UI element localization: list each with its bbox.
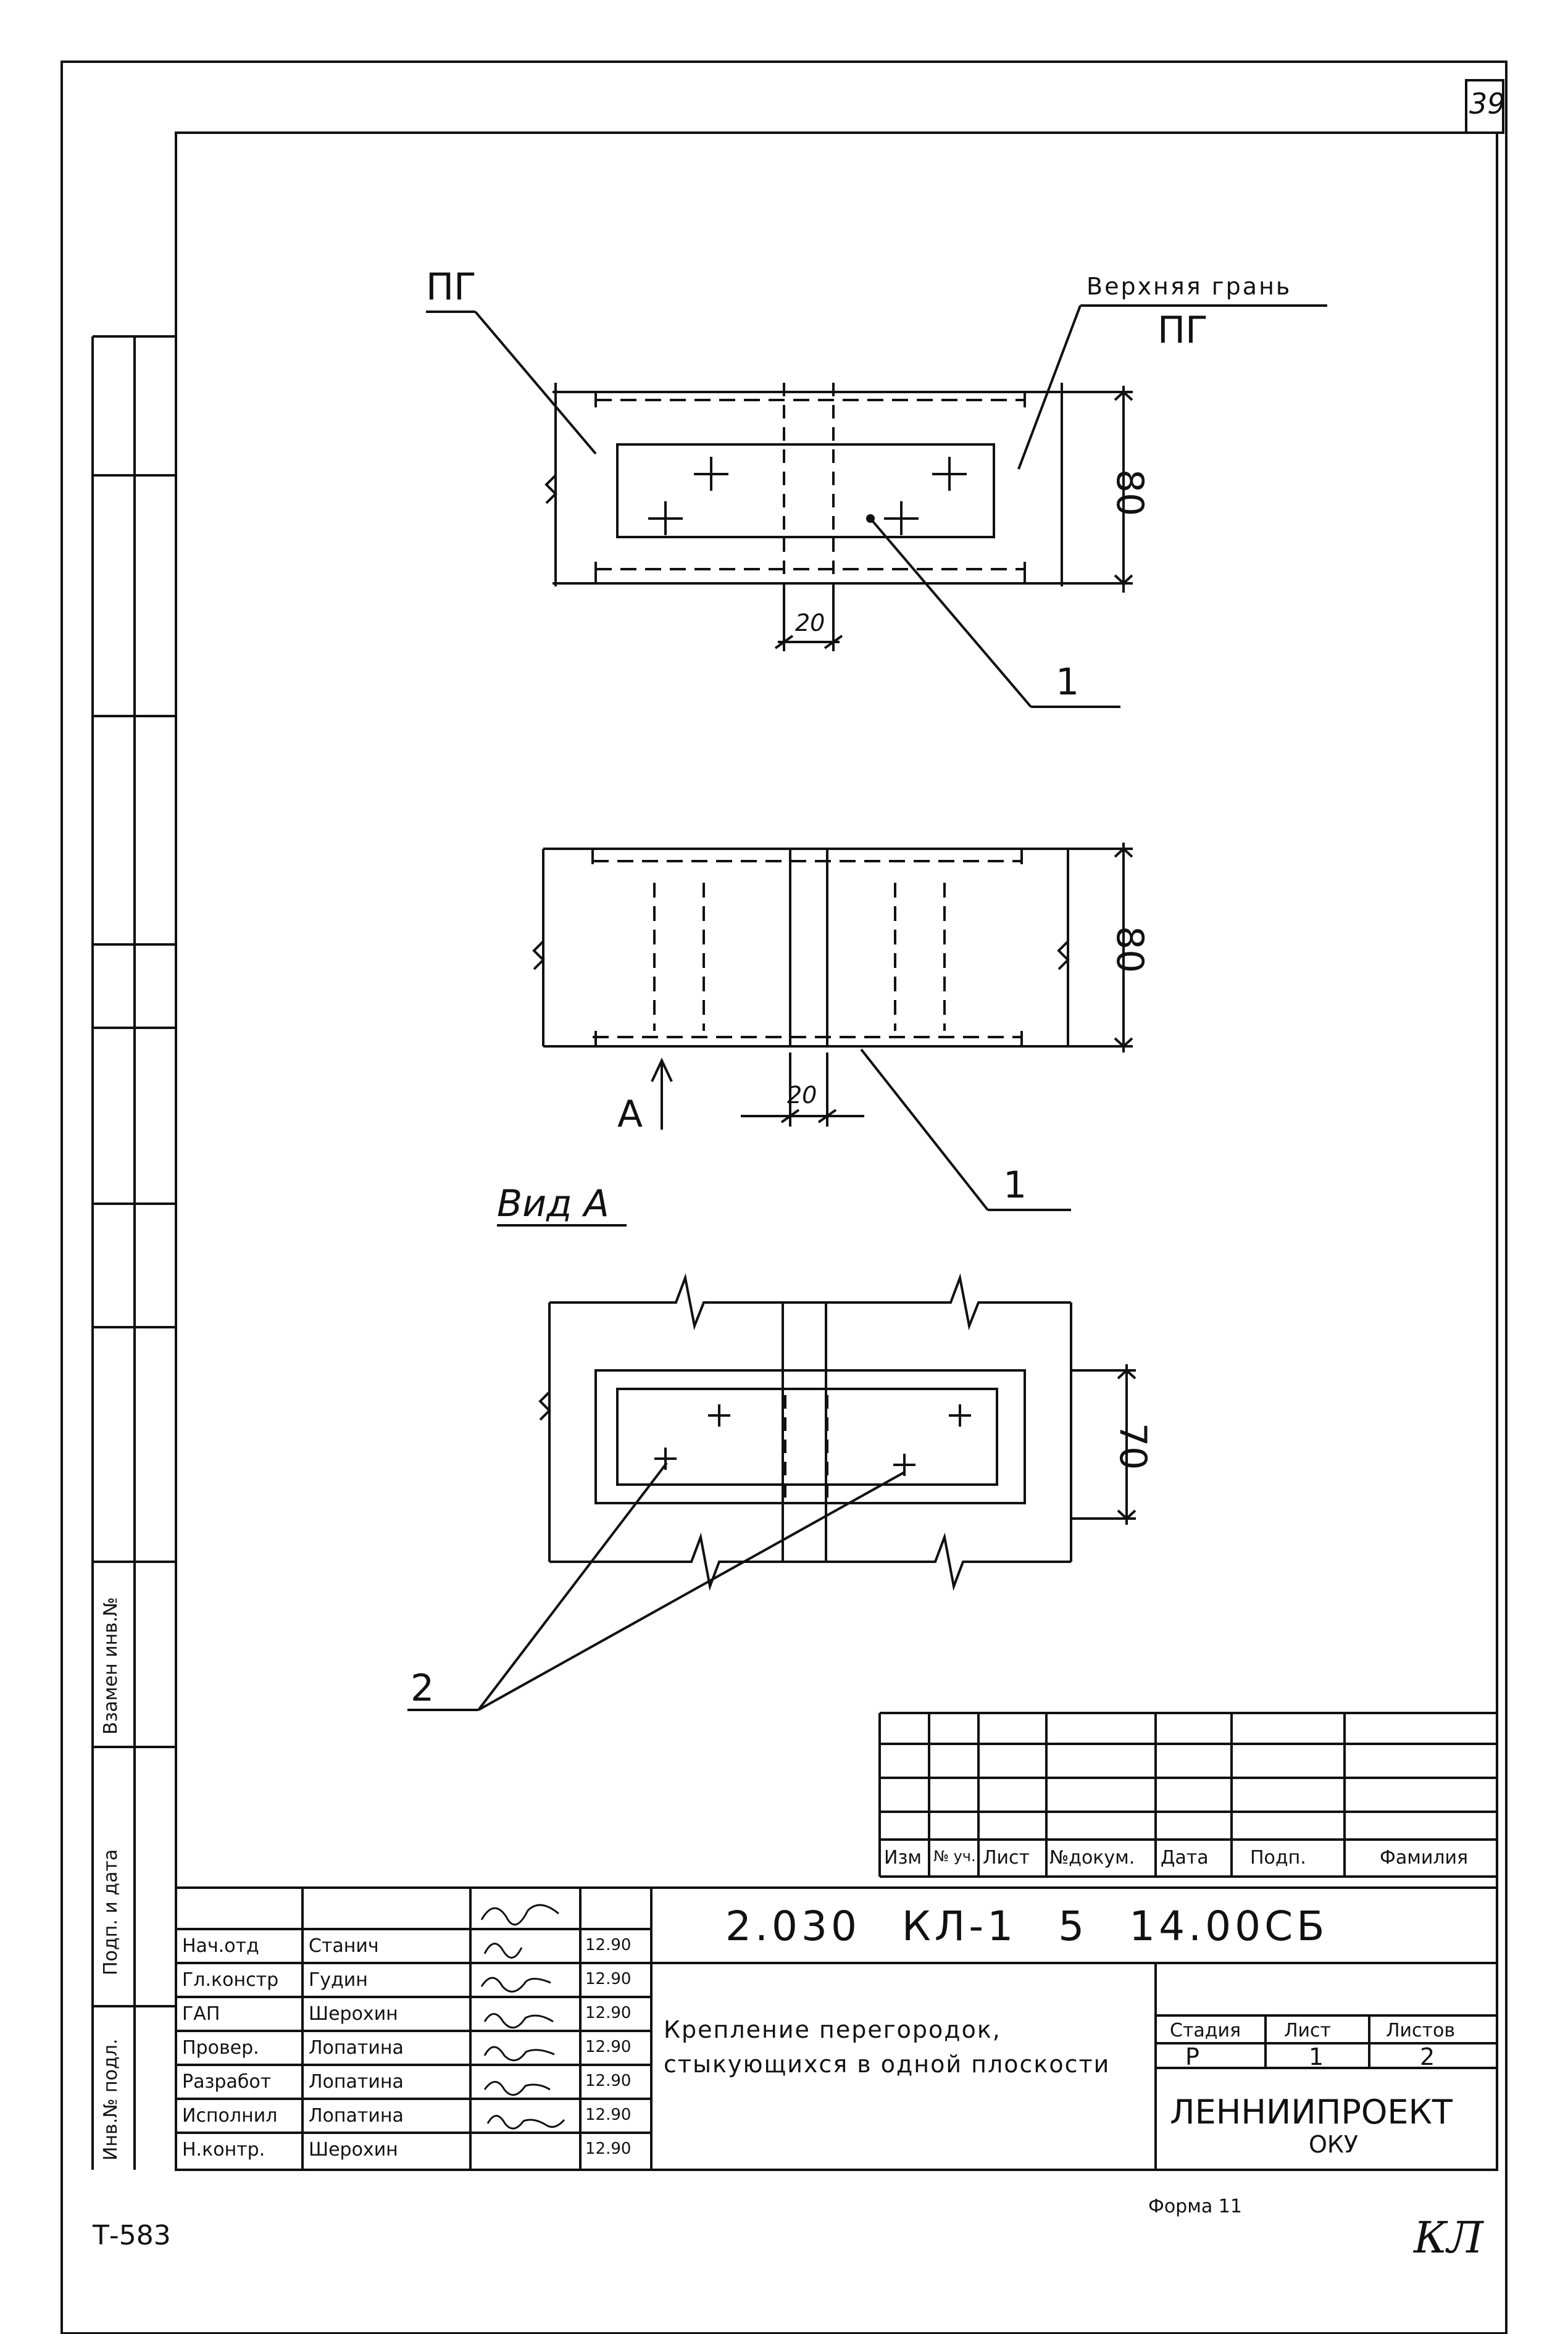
sheets-label: Листов — [1386, 2020, 1456, 2041]
signature-scribbles — [480, 1904, 565, 2130]
middle-view — [532, 843, 1133, 1211]
sig-role: Н.контр. — [182, 2139, 265, 2161]
sig-name: Лопатина — [309, 2071, 404, 2093]
rev-header-date: Дата — [1161, 1847, 1209, 1869]
middle-dim-gap: 20 — [787, 1082, 817, 1109]
sig-role: Нач.отд — [182, 1935, 259, 1957]
rev-header-sign: Подп. — [1250, 1847, 1306, 1869]
label-upper-face-line1: Верхняя грань — [1086, 273, 1292, 300]
top-dim-height: 80 — [1108, 469, 1151, 517]
sig-name: Лопатина — [309, 2105, 404, 2127]
sheet-value: 1 — [1309, 2043, 1324, 2070]
sig-date: 12.90 — [585, 2004, 632, 2022]
document-description: Крепление перегородок, стыкующихся в одн… — [664, 2016, 1111, 2078]
sig-date: 12.90 — [585, 2140, 632, 2158]
side-label-replace-inv: Взамен инв.№ — [100, 1597, 122, 1735]
footer-initials: КЛ — [1414, 2212, 1483, 2263]
sig-date: 12.90 — [585, 2072, 632, 2090]
side-label-inv-orig: Инв.№ подл. — [100, 2038, 122, 2161]
footer-format: Форма 11 — [1148, 2196, 1242, 2217]
top-view — [426, 304, 1327, 708]
sig-name: Шерохин — [309, 2003, 398, 2025]
sig-date: 12.90 — [585, 1970, 632, 1988]
outer-border — [60, 60, 1508, 2334]
rev-header-doc: №докум. — [1049, 1847, 1135, 1869]
sig-role: Провер. — [182, 2037, 259, 2059]
stage-value: Р — [1185, 2043, 1199, 2070]
view-arrow-label: А — [617, 1093, 643, 1136]
sheet-label: Лист — [1284, 2020, 1332, 2041]
view-a-title: Вид А — [497, 1182, 609, 1225]
rev-header-uch: № уч. — [933, 1848, 976, 1865]
sig-date: 12.90 — [585, 1936, 632, 1954]
middle-dim-height: 80 — [1108, 926, 1151, 973]
sig-date: 12.90 — [585, 2038, 632, 2056]
stage-label: Стадия — [1170, 2020, 1241, 2041]
title-block — [176, 1886, 1497, 2170]
main-frame — [175, 131, 1498, 2171]
rev-header-name: Фамилия — [1380, 1847, 1469, 1869]
rev-header-izm: Изм — [884, 1847, 922, 1869]
sheets-value: 2 — [1420, 2043, 1435, 2070]
sig-role: ГАП — [182, 2003, 220, 2025]
middle-callout-1: 1 — [1003, 1164, 1027, 1207]
document-code: 2.030 КЛ-1 5 14.00СБ — [725, 1903, 1328, 1950]
sheet-number: 39 — [1469, 87, 1506, 120]
department-name: ОКУ — [1309, 2131, 1359, 2158]
sig-name: Шерохин — [309, 2139, 398, 2161]
organization-name: ЛЕННИИПРОЕКТ — [1170, 2093, 1453, 2132]
top-dim-gap: 20 — [795, 609, 825, 636]
bottom-callout-2: 2 — [411, 1667, 435, 1710]
leader-dot — [866, 514, 875, 523]
top-callout-1: 1 — [1056, 661, 1080, 704]
label-upper-face-line2: ПГ — [1157, 309, 1208, 352]
sig-role: Гл.констр — [182, 1969, 279, 1991]
side-strip — [91, 335, 176, 2170]
sig-date: 12.90 — [585, 2106, 632, 2124]
sig-role: Исполнил — [182, 2105, 278, 2127]
sig-name: Станич — [309, 1935, 379, 1957]
label-pg: ПГ — [426, 265, 477, 309]
revision-table — [878, 1712, 1497, 1878]
side-label-sign-date: Подп. и дата — [100, 1849, 122, 1975]
sig-name: Гудин — [309, 1969, 368, 1991]
sheet-number-box — [1465, 79, 1504, 134]
sig-name: Лопатина — [309, 2037, 404, 2059]
bottom-view — [407, 1224, 1136, 1711]
bottom-dim-height: 70 — [1111, 1423, 1154, 1470]
footer-code: Т-583 — [93, 2220, 171, 2251]
sig-role: Разработ — [182, 2071, 272, 2093]
rev-header-list: Лист — [983, 1847, 1030, 1869]
